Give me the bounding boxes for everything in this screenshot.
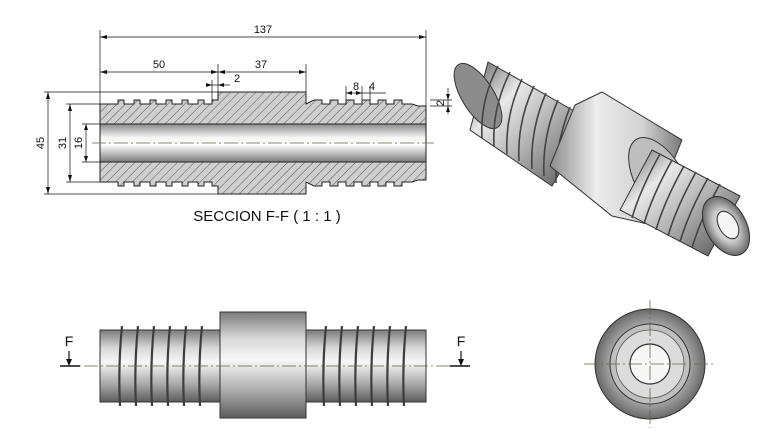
dim-thread-depth: 2 [435, 100, 447, 106]
iso-left-end [453, 62, 503, 130]
dim-bore-diameter: 16 [73, 137, 85, 149]
section-view: 137 50 2 37 8 4 2 45 31 16 SECCION F-F (… [35, 24, 452, 225]
dimension-arrows [46, 35, 450, 194]
dim-thread-width: 4 [369, 81, 375, 93]
section-marker-left-label: F [65, 333, 74, 349]
section-marker-right-label: F [457, 333, 466, 349]
section-caption: SECCION F-F ( 1 : 1 ) [193, 208, 341, 225]
dim-left-thread-length: 50 [153, 59, 165, 71]
section-marker-left: F [60, 333, 80, 367]
section-marker-right: F [450, 333, 470, 367]
front-collar [219, 311, 307, 419]
iso-left-threads [481, 65, 571, 184]
dim-collar-diameter: 45 [35, 137, 47, 149]
dim-pitch: 8 [353, 81, 359, 93]
iso-right-bore [716, 210, 740, 240]
front-view: F F [60, 311, 470, 419]
dim-relief-width: 2 [234, 73, 240, 85]
dim-overall-length: 137 [254, 24, 272, 36]
dim-thread-diameter: 31 [57, 137, 69, 149]
dim-collar-length: 37 [255, 59, 267, 71]
end-view [584, 300, 716, 428]
isometric-view [453, 61, 751, 257]
